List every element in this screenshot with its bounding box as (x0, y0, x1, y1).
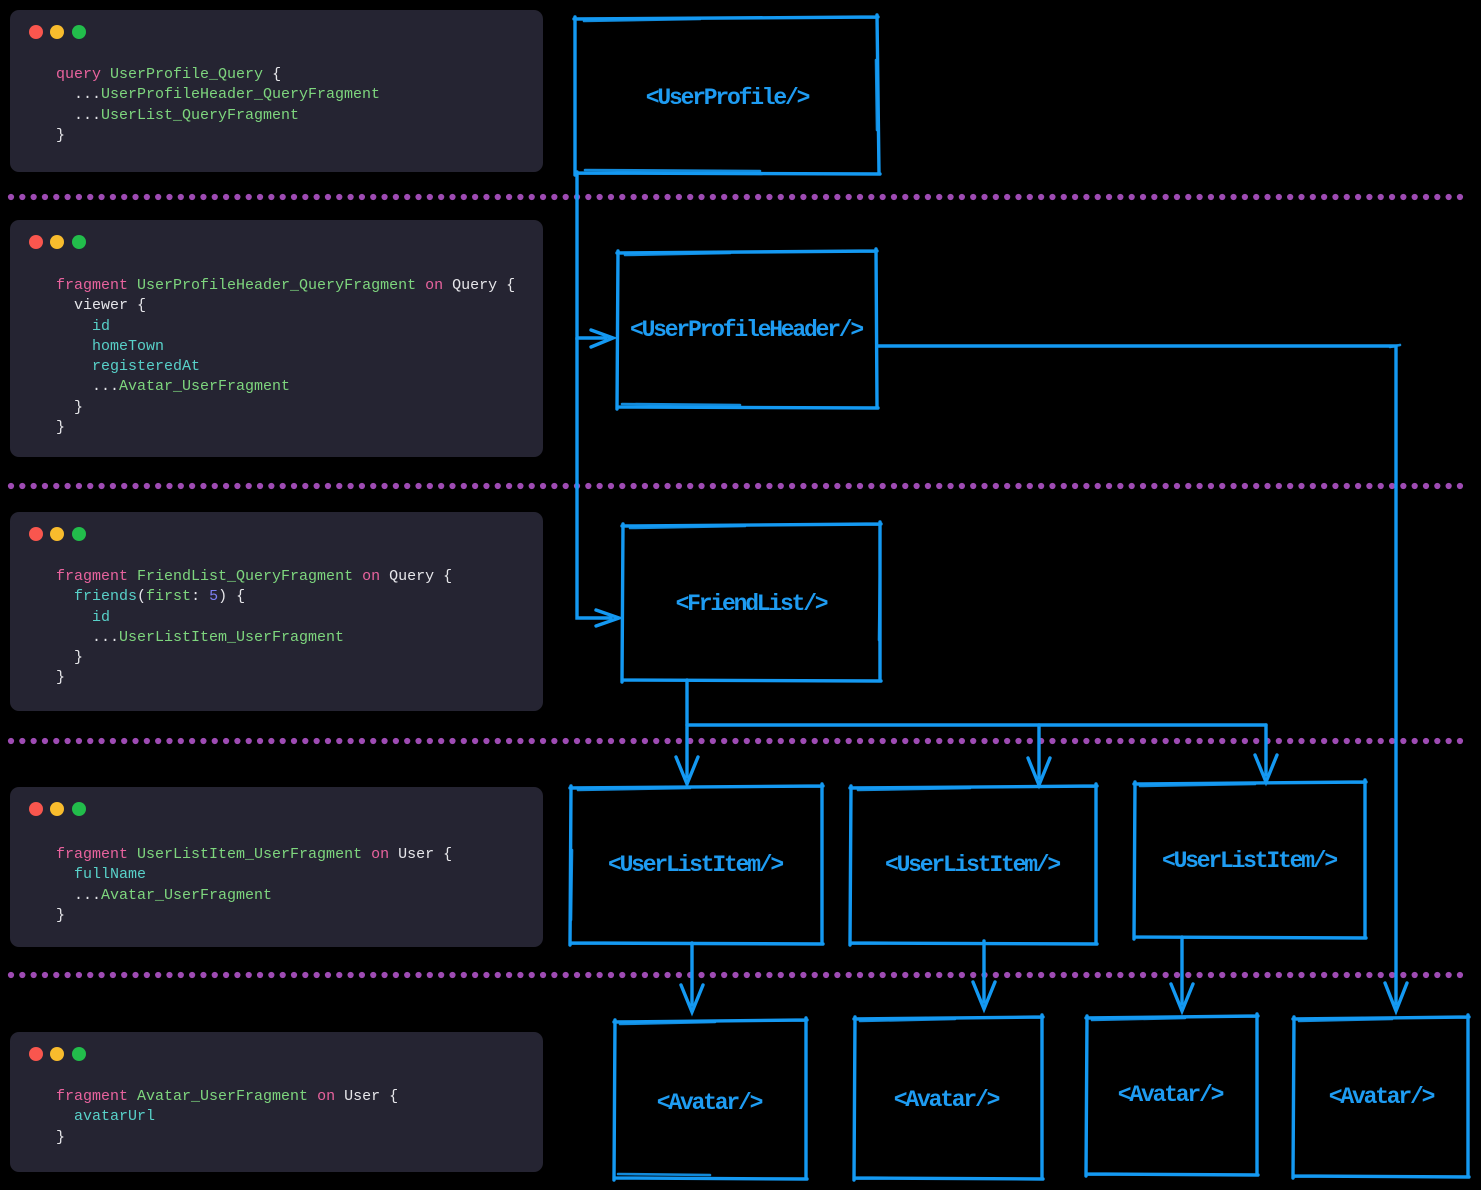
svg-text:<UserListItem/>: <UserListItem/> (885, 852, 1060, 878)
svg-text:<UserProfile/>: <UserProfile/> (646, 85, 810, 111)
svg-text:<Avatar/>: <Avatar/> (894, 1087, 1000, 1113)
svg-text:<UserProfileHeader/>: <UserProfileHeader/> (630, 317, 863, 343)
svg-text:<Avatar/>: <Avatar/> (657, 1090, 763, 1116)
svg-text:<FriendList/>: <FriendList/> (676, 591, 828, 617)
svg-text:<Avatar/>: <Avatar/> (1329, 1084, 1435, 1110)
svg-text:<Avatar/>: <Avatar/> (1118, 1082, 1224, 1108)
svg-text:<UserListItem/>: <UserListItem/> (608, 852, 783, 878)
svg-text:<UserListItem/>: <UserListItem/> (1162, 848, 1337, 874)
